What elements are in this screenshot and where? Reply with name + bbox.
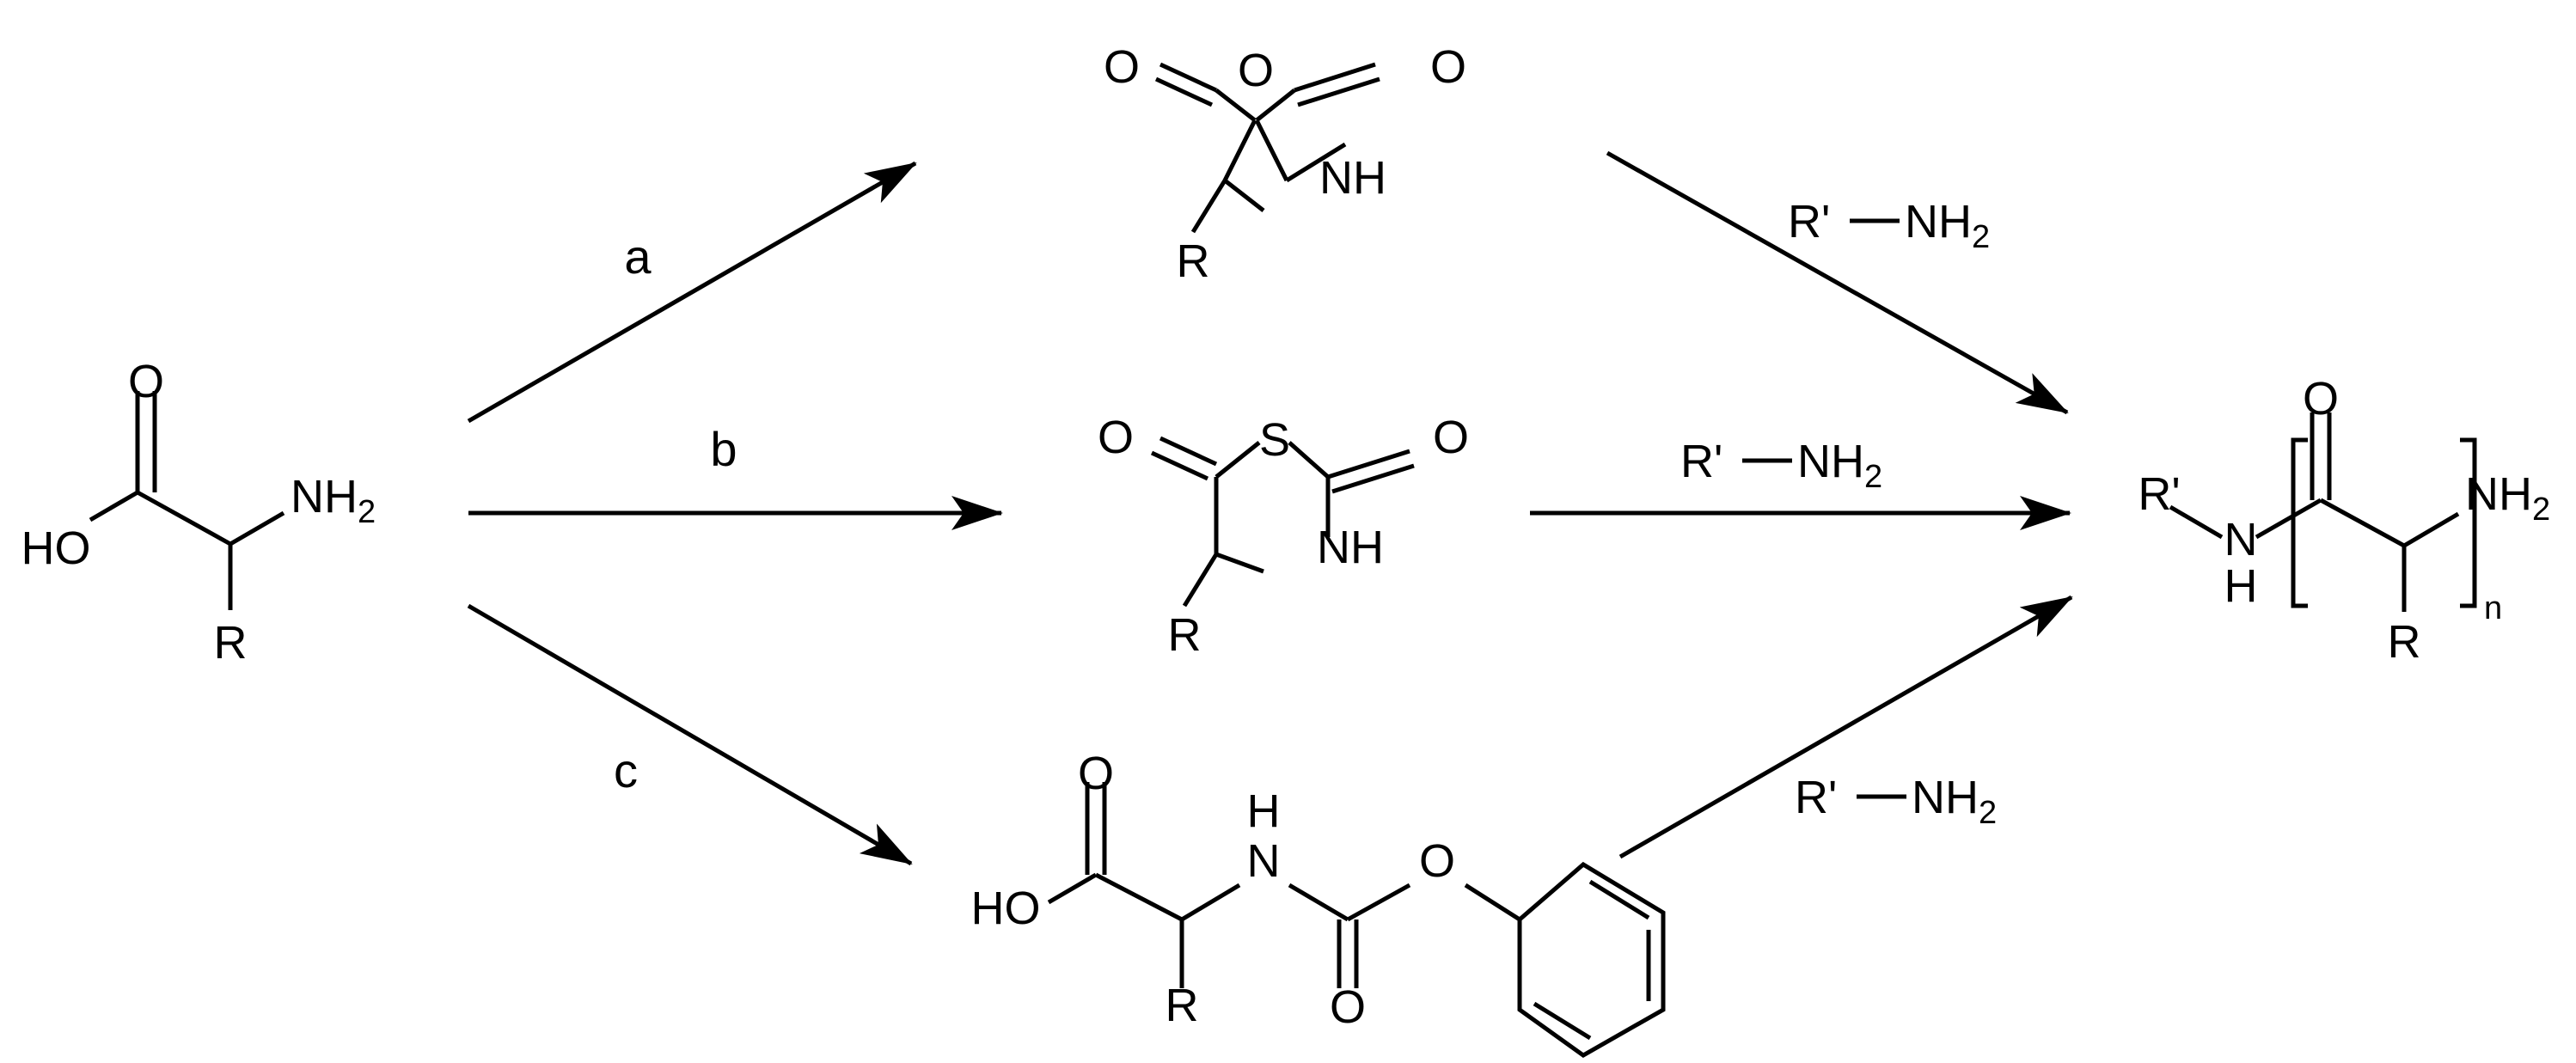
reagent-r-prime: R' (1680, 436, 1722, 487)
nh-label: NH (1317, 522, 1384, 573)
phenyl-carbamate-structure: O HO R H N O O (971, 595, 2073, 1058)
n-thiocarboxyanhydride-structure: S O O NH R (1098, 412, 1469, 661)
sulfur-label: S (1259, 414, 1290, 466)
arrow-nca-to-product (1606, 150, 2069, 415)
reagent-amine: NH2 (1912, 772, 1997, 831)
r-group-label: R (1177, 235, 1210, 287)
amide-hydrogen-label: H (2224, 560, 2258, 612)
r-group-label: R (1166, 980, 1199, 1031)
step-label-c: c (614, 743, 638, 797)
carbonyl-oxygen-label: O (1104, 41, 1140, 93)
carbamate-nitrogen-label: N (1247, 835, 1281, 887)
arrow-urethane-to-product (1618, 595, 2073, 859)
n-carboxyanhydride-structure: O O O NH R (1104, 41, 1466, 287)
arrow-c (467, 603, 913, 866)
step-label-b: b (710, 422, 737, 476)
repeat-count-n: n (2484, 590, 2502, 626)
carbonyl-oxygen-label: O (1430, 41, 1466, 93)
hydroxyl-label: HO (21, 522, 91, 574)
carbamate-hydrogen-label: H (1247, 785, 1281, 837)
carbonyl-oxygen-label: O (1078, 748, 1114, 799)
r-group-label: R (214, 617, 248, 669)
carbonyl-oxygen-label: O (1433, 412, 1469, 463)
carbonyl-oxygen-label: O (1098, 412, 1134, 463)
amine-label: NH2 (291, 471, 376, 530)
reagent-middle: R' NH2 (1680, 436, 1882, 495)
reagent-bottom: R' NH2 (1795, 772, 1997, 831)
amino-acid-structure: O HO NH2 R (21, 356, 376, 669)
reagent-amine: NH2 (1797, 436, 1882, 495)
amide-oxygen-label: O (2303, 373, 2339, 425)
terminal-amine-label: NH2 (2465, 468, 2550, 528)
carbonyl-oxygen-label: O (1330, 981, 1366, 1033)
r-group-label: R (2388, 616, 2421, 668)
hydroxyl-label: HO (971, 883, 1041, 934)
reagent-r-prime: R' (1788, 196, 1830, 247)
amide-nitrogen-label: N (2224, 514, 2258, 565)
nh-label: NH (1319, 152, 1386, 204)
reagent-r-prime: R' (1795, 772, 1837, 823)
ester-oxygen-label: O (1419, 835, 1455, 887)
step-label-a: a (624, 229, 652, 284)
carbonyl-oxygen-label: O (128, 356, 164, 407)
arrow-a (467, 161, 917, 424)
r-group-label: R (1168, 609, 1202, 661)
polypeptide-product-structure: R' N H O R n NH2 (2138, 373, 2550, 668)
product-r-prime-label: R' (2138, 468, 2180, 520)
reagent-top: R' NH2 (1788, 196, 1990, 255)
reagent-amine: NH2 (1905, 196, 1990, 255)
ring-oxygen-label: O (1238, 45, 1274, 96)
